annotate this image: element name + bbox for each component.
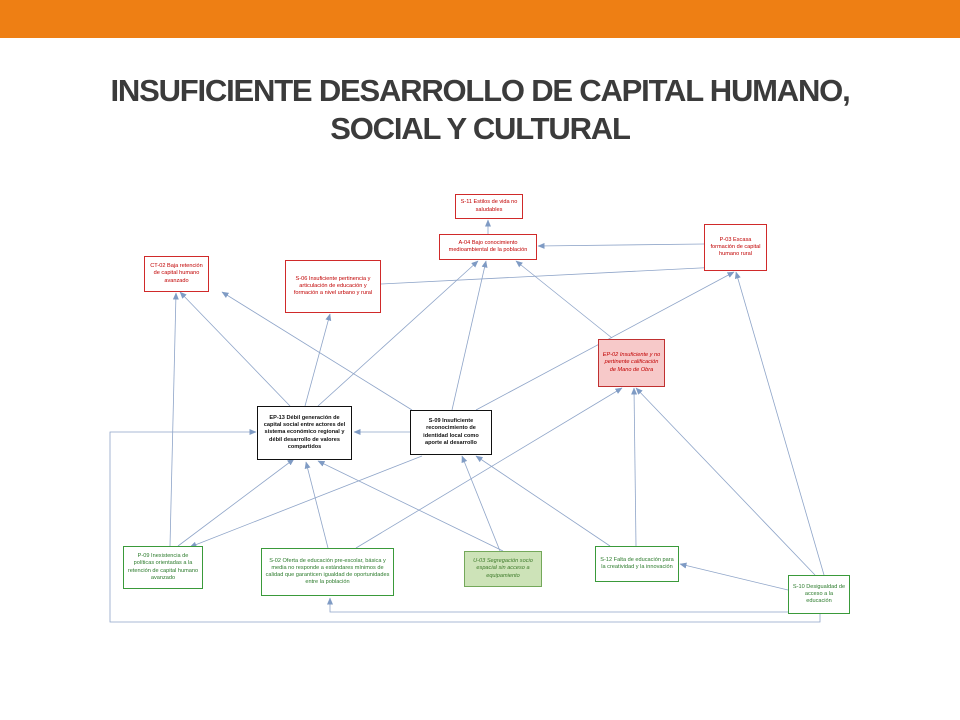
node-s11-label: S-11 Estilos de vida no saludables (460, 199, 518, 213)
node-s09-label: S-09 Insuficiente reconocimiento de iden… (423, 418, 479, 446)
arrow-ep13-to-a04 (317, 260, 479, 407)
arrow-u03-to-s09 (461, 455, 501, 552)
node-s11-estilos-de-vida: S-11 Estilos de vida no saludables (455, 194, 523, 219)
arrow-ep02-to-a04 (515, 260, 613, 339)
arrow-p09-to-ep13 (177, 458, 295, 547)
arrow-s09-to-p09 (189, 455, 423, 548)
arrow-p09-to-ct02 (169, 292, 179, 547)
arrow-s10-loop-to-s02 (327, 597, 821, 614)
node-ep02-calificacion-mano-de-obra: EP-02 Insuficiente y no pertinente calif… (598, 339, 665, 387)
arrow-s12-to-ep02 (631, 387, 638, 547)
node-p09-politicas-retencion: P-09 Inexistencia de políticas orientada… (123, 546, 203, 589)
node-a04-label: A-04 Bajo conocimiento medioambiental de… (448, 239, 528, 253)
slide-title-line-2: SOCIAL Y CULTURAL (330, 111, 631, 146)
node-s06-label: S-06 Insuficiente pertinencia y articula… (293, 275, 373, 297)
arrow-s10-to-ep02 (635, 387, 816, 576)
arrow-s12-to-s09 (475, 455, 611, 547)
arrow-ep13-to-ct02 (179, 291, 291, 407)
node-s02-oferta-educacion: S-02 Oferta de educación pre-escolar, bá… (261, 548, 394, 596)
arrow-s10-loop-to-ep13 (109, 429, 821, 623)
node-p09-label: P-09 Inexistencia de políticas orientada… (127, 553, 199, 581)
node-ct02-retencion-capital-humano: CT-02 Baja retención de capital humano a… (144, 256, 209, 292)
node-ep13-label: EP-13 Débil generación de capital social… (263, 414, 346, 450)
node-u03-label: U-03 Segregación socio espacial sin acce… (473, 558, 533, 579)
node-ct02-label: CT-02 Baja retención de capital humano a… (150, 263, 203, 284)
node-s06-pertinencia-educacion: S-06 Insuficiente pertinencia y articula… (285, 260, 381, 313)
slide-title-line-1: INSUFICIENTE DESARROLLO DE CAPITAL HUMAN… (110, 73, 851, 108)
node-s12-educacion-creatividad: S-12 Falta de educación para la creativi… (595, 546, 679, 582)
arrow-s09-to-ct02 (221, 291, 413, 411)
node-s12-label: S-12 Falta de educación para la creativi… (600, 556, 674, 570)
node-s09-identidad-local: S-09 Insuficiente reconocimiento de iden… (410, 410, 492, 455)
arrow-u03-to-ep13 (317, 460, 504, 552)
arrow-s02-to-ep13 (304, 461, 329, 549)
node-s10-label: S-10 Desigualdad de acceso a la educació… (792, 583, 846, 605)
node-u03-segregacion-socio-espacial: U-03 Segregación socio espacial sin acce… (464, 551, 542, 587)
node-s10-desigualdad-acceso-educacion: S-10 Desigualdad de acceso a la educació… (788, 575, 850, 614)
arrow-ep13-to-s06 (304, 313, 332, 407)
node-a04-conocimiento-medioambiental: A-04 Bajo conocimiento medioambiental de… (439, 234, 537, 260)
slide-title: INSUFICIENTE DESARROLLO DE CAPITAL HUMAN… (60, 72, 900, 148)
arrow-s10-to-p03 (734, 271, 825, 576)
arrow-s09-to-a04 (451, 260, 488, 411)
arrow-p03-to-a04 (537, 242, 705, 249)
arrow-s10-to-s12 (679, 562, 789, 591)
node-ep02-label: EP-02 Insuficiente y no pertinente calif… (602, 352, 661, 373)
node-s02-label: S-02 Oferta de educación pre-escolar, bá… (265, 557, 390, 586)
arrow-s02-to-ep02 (355, 387, 623, 549)
top-accent-bar (0, 0, 960, 38)
arrow-s06-to-p03 (380, 264, 721, 285)
node-ep13-capital-social: EP-13 Débil generación de capital social… (257, 406, 352, 460)
node-p03-formacion-capital-humano-rural: P-03 Escasa formación de capital humano … (704, 224, 767, 271)
node-p03-label: P-03 Escasa formación de capital humano … (710, 236, 761, 258)
